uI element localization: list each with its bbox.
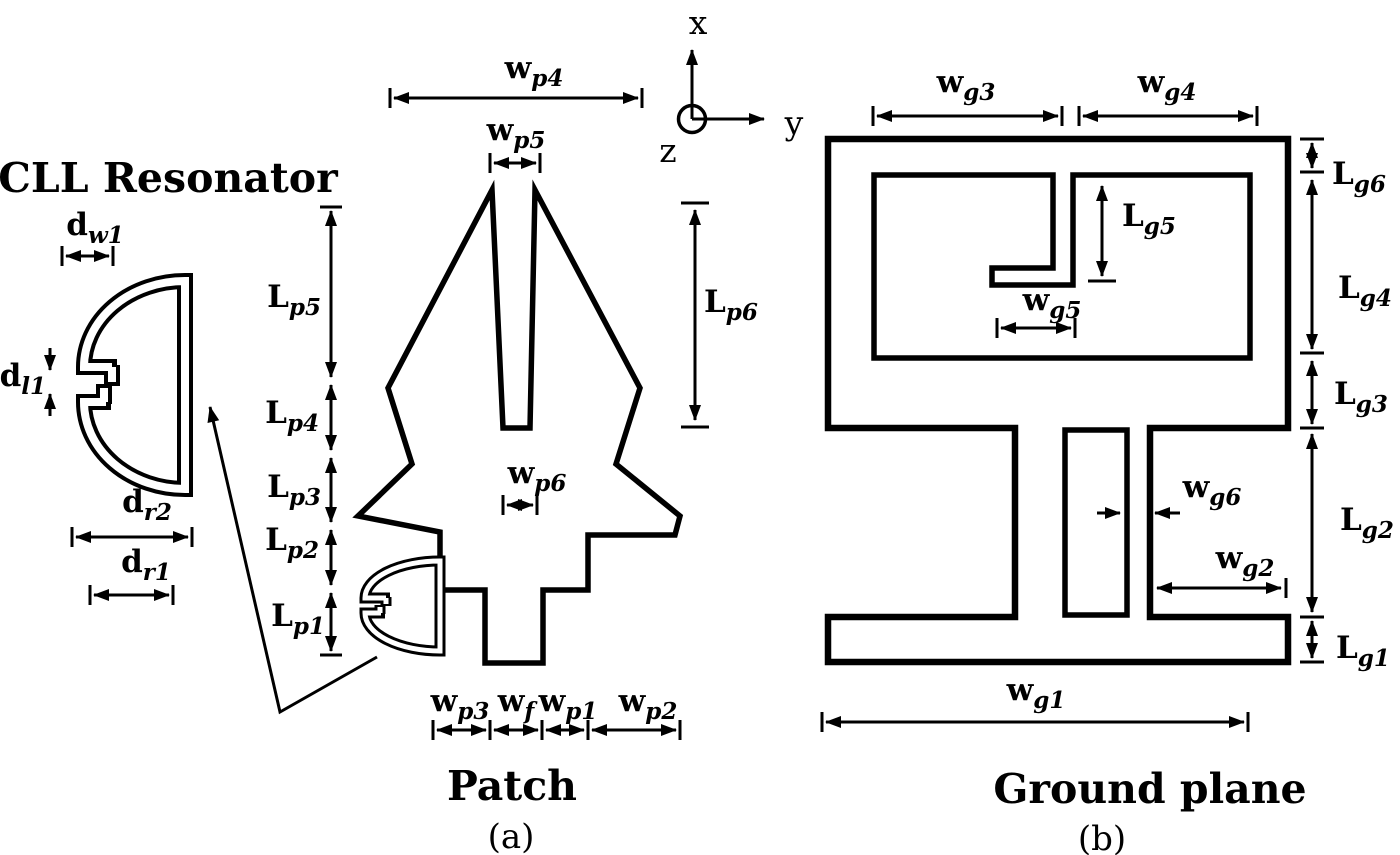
dim-wp6-label: w <box>507 455 536 491</box>
svg-text:Lg5: Lg5 <box>1122 198 1176 240</box>
svg-text:wg6: wg6 <box>1182 469 1242 511</box>
svg-text:wg5: wg5 <box>1022 282 1082 324</box>
svg-text:dr2: dr2 <box>122 484 172 526</box>
dim-wg2: wg2 <box>1156 540 1288 598</box>
dim-wp6: wp6 <box>501 455 567 515</box>
dim-dw1: dw1 <box>60 207 124 266</box>
svg-text:wg4: wg4 <box>1137 64 1197 106</box>
cll-resonator-shape <box>75 272 193 498</box>
caption-a: (a) <box>488 817 535 855</box>
dim-Lg6-label: L <box>1332 156 1354 192</box>
ground-plane-outline <box>824 135 1292 666</box>
svg-text:dw1: dw1 <box>66 207 124 249</box>
dim-wg6-label: w <box>1182 469 1211 505</box>
svg-text:Lg6: Lg6 <box>1332 156 1386 198</box>
dim-Lp6-label: L <box>704 284 726 320</box>
y-axis-label: y <box>784 103 804 142</box>
svg-text:dl1: dl1 <box>0 358 46 400</box>
dim-left-stack: Lp5 Lp4 Lp3 Lp2 Lp1 <box>265 205 342 657</box>
dim-wg2-label: w <box>1215 540 1244 576</box>
dim-Lp2-label: L <box>265 522 287 558</box>
dim-dr2: dr2 <box>70 484 194 547</box>
dim-dw1-label: d <box>66 207 88 243</box>
dim-wp4: wp4 <box>388 50 644 108</box>
svg-text:wp4: wp4 <box>504 50 564 92</box>
caption-b: (b) <box>1078 819 1126 855</box>
dim-wp5: wp5 <box>486 112 546 173</box>
dim-wp4-label: w <box>504 50 533 86</box>
dim-wg1: wg1 <box>820 672 1250 732</box>
dim-Lg5-label: L <box>1122 198 1144 234</box>
dim-wg4: wg4 <box>1077 64 1259 126</box>
svg-text:Lg2: Lg2 <box>1340 502 1394 544</box>
dim-Lg3-label: L <box>1334 376 1356 412</box>
dim-Lp3-label: L <box>267 469 289 505</box>
dim-dl1: dl1 <box>0 348 56 416</box>
dim-Lp5-label: L <box>267 279 289 315</box>
svg-text:wp3: wp3 <box>430 683 490 725</box>
x-axis-label: x <box>689 3 708 42</box>
svg-text:wp2: wp2 <box>618 683 678 725</box>
axes-triad: x y z <box>659 3 803 170</box>
dim-dr2-label: d <box>122 484 144 520</box>
dim-wg3-label: w <box>936 64 965 100</box>
svg-text:wp5: wp5 <box>486 112 546 154</box>
cll-resonator-small-shape <box>359 555 446 657</box>
dim-Lg5: Lg5 <box>1088 185 1176 283</box>
dim-wg3: wg3 <box>871 64 1064 126</box>
dim-wg5-label: w <box>1022 282 1051 318</box>
svg-text:wg3: wg3 <box>936 64 996 106</box>
dim-Lg2-label: L <box>1340 502 1362 538</box>
svg-text:wp1: wp1 <box>538 683 598 725</box>
svg-text:Lg1: Lg1 <box>1336 630 1390 672</box>
dim-Lp6: Lp6 <box>681 201 758 429</box>
dim-dl1-label: d <box>0 358 21 394</box>
patch-title: Patch <box>447 762 577 810</box>
cll-leader-lines <box>207 406 378 715</box>
dim-wp3-label: w <box>430 683 459 719</box>
dim-right-stack: Lg6 Lg4 Lg3 Lg2 Lg1 <box>1300 137 1394 672</box>
dim-wg6: wg6 <box>1097 469 1242 519</box>
ground-feed-slot-outline <box>1062 427 1130 618</box>
z-axis-label: z <box>659 131 676 170</box>
svg-text:wp6: wp6 <box>507 455 567 497</box>
dim-Lp4-label: L <box>265 395 287 431</box>
dim-wp5-label: w <box>486 112 515 148</box>
svg-text:Lg4: Lg4 <box>1338 270 1392 312</box>
svg-text:dr1: dr1 <box>121 544 171 586</box>
dim-wg5: wg5 <box>995 282 1082 338</box>
dim-wg4-label: w <box>1137 64 1166 100</box>
svg-text:wg1: wg1 <box>1006 672 1066 714</box>
svg-text:Lg3: Lg3 <box>1334 376 1388 418</box>
dim-Lg4-label: L <box>1338 270 1360 306</box>
svg-text:wf: wf <box>497 683 539 725</box>
ground-plane-title: Ground plane <box>993 765 1306 813</box>
dim-Lg1-label: L <box>1336 630 1358 666</box>
dim-Lp1-label: L <box>271 598 293 634</box>
svg-text:Lp5: Lp5 <box>267 279 321 321</box>
cll-resonator-title: CLL Resonator <box>0 154 339 202</box>
dim-wg1-label: w <box>1006 672 1035 708</box>
svg-text:wg2: wg2 <box>1215 540 1275 582</box>
dim-wp2-label: w <box>618 683 647 719</box>
svg-text:Lp3: Lp3 <box>267 469 321 511</box>
svg-text:Lp6: Lp6 <box>704 284 758 326</box>
dim-bottom-row: wp3 wf wp1 wp2 <box>430 683 682 740</box>
svg-text:Lp2: Lp2 <box>265 522 319 564</box>
svg-text:Lp1: Lp1 <box>271 598 325 640</box>
ground-slot-outline <box>871 172 1253 361</box>
dim-wp1-label: w <box>538 683 567 719</box>
dim-wf-label: w <box>497 683 526 719</box>
svg-text:Lp4: Lp4 <box>265 395 319 437</box>
dim-dr1-label: d <box>121 544 143 580</box>
patch-outline <box>352 179 684 666</box>
dim-dr1: dr1 <box>88 544 175 605</box>
